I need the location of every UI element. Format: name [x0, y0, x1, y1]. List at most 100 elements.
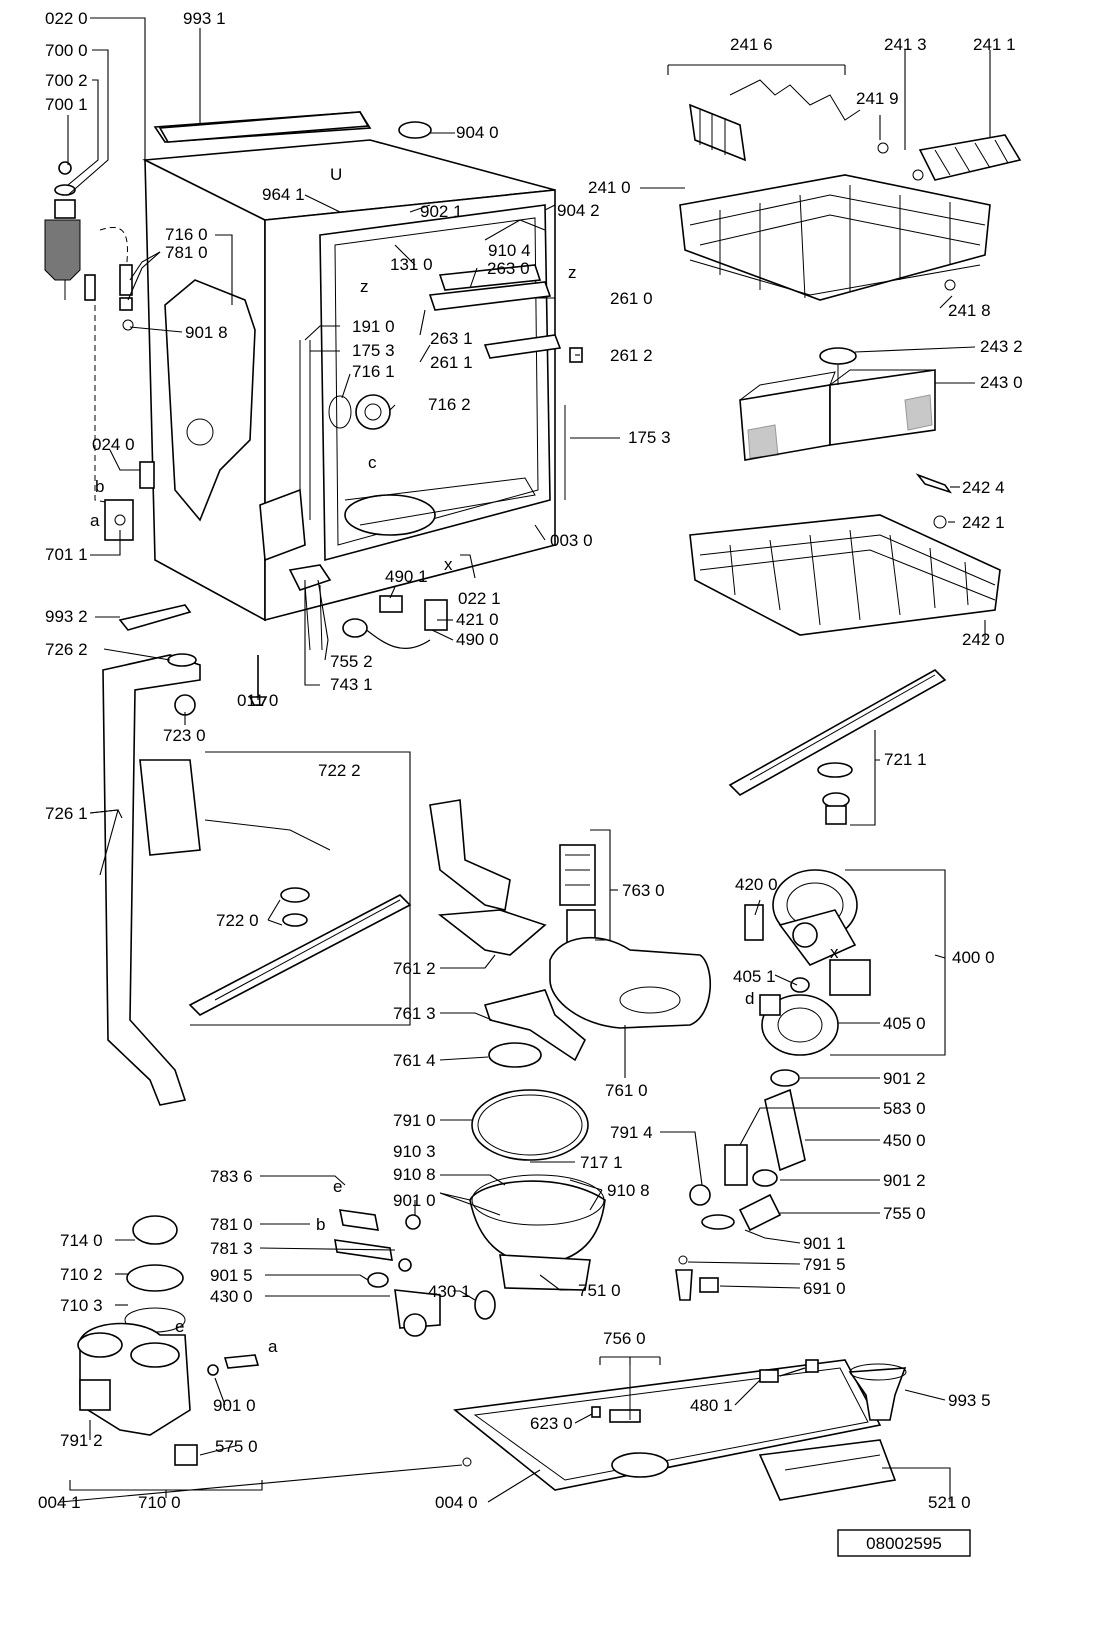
- callout-labels: 022 0 993 1 700 0 700 2 700 1 904 0 964 …: [38, 9, 1023, 1512]
- label-781-3: 781 3: [210, 1239, 253, 1258]
- label-521-0: 521 0: [928, 1493, 971, 1512]
- label-430-1: 430 1: [428, 1282, 471, 1301]
- label-901-2-a: 901 2: [883, 1069, 926, 1088]
- label-761-3: 761 3: [393, 1004, 436, 1023]
- marker-z-2: z: [568, 263, 577, 282]
- label-910-4: 910 4: [488, 241, 531, 260]
- label-400-0: 400 0: [952, 948, 995, 967]
- label-405-0: 405 0: [883, 1014, 926, 1033]
- label-263-0: 263 0: [487, 259, 530, 278]
- label-717-1: 717 1: [580, 1153, 623, 1172]
- marker-a-2: a: [268, 1337, 278, 1356]
- label-743-1: 743 1: [330, 675, 373, 694]
- label-761-0: 761 0: [605, 1081, 648, 1100]
- label-241-8: 241 8: [948, 301, 991, 320]
- motor-and-pump: [675, 869, 871, 1301]
- label-910-8-a: 910 8: [393, 1165, 436, 1184]
- label-902-1: 902 1: [420, 202, 463, 221]
- label-993-2: 993 2: [45, 607, 88, 626]
- label-755-0: 755 0: [883, 1204, 926, 1223]
- label-901-8: 901 8: [185, 323, 228, 342]
- label-241-9: 241 9: [856, 89, 899, 108]
- label-575-0: 575 0: [215, 1437, 258, 1456]
- label-263-1: 263 1: [430, 329, 473, 348]
- marker-x-2: x: [830, 943, 839, 962]
- filter-and-sump: [429, 799, 711, 1320]
- label-722-2: 722 2: [318, 761, 361, 780]
- label-726-1: 726 1: [45, 804, 88, 823]
- inlet-hose-parts: [44, 161, 134, 541]
- label-901-5: 901 5: [210, 1266, 253, 1285]
- label-490-0: 490 0: [456, 630, 499, 649]
- marker-d-1: d: [745, 989, 754, 1008]
- label-910-3: 910 3: [393, 1142, 436, 1161]
- letter-markers: b a c x z z U x d e e b a: [90, 165, 839, 1356]
- label-004-1: 004 1: [38, 1493, 81, 1512]
- label-261-1: 261 1: [430, 353, 473, 372]
- label-420-0: 420 0: [735, 875, 778, 894]
- label-710-0: 710 0: [138, 1493, 181, 1512]
- label-450-0: 450 0: [883, 1131, 926, 1150]
- label-175-3-a: 175 3: [352, 341, 395, 360]
- label-783-6: 783 6: [210, 1167, 253, 1186]
- label-490-1: 490 1: [385, 567, 428, 586]
- label-022-1: 022 1: [458, 589, 501, 608]
- label-583-0: 583 0: [883, 1099, 926, 1118]
- label-241-6: 241 6: [730, 35, 773, 54]
- label-691-0: 691 0: [803, 1279, 846, 1298]
- label-910-8-b: 910 8: [607, 1181, 650, 1200]
- upper-basket: [679, 79, 1022, 301]
- label-241-3: 241 3: [884, 35, 927, 54]
- label-191-0: 191 0: [352, 317, 395, 336]
- label-024-0: 024 0: [92, 435, 135, 454]
- label-131-0: 131 0: [390, 255, 433, 274]
- label-700-0: 700 0: [45, 41, 88, 60]
- marker-c-1: c: [368, 453, 377, 472]
- marker-a-1: a: [90, 511, 100, 530]
- label-242-1: 242 1: [962, 513, 1005, 532]
- reference-code-box: 08002595: [837, 1529, 971, 1557]
- label-993-5: 993 5: [948, 1391, 991, 1410]
- label-003-0: 003 0: [550, 531, 593, 550]
- label-480-1: 480 1: [690, 1396, 733, 1415]
- label-993-1: 993 1: [183, 9, 226, 28]
- label-700-1: 700 1: [45, 95, 88, 114]
- upper-spray-arm: [728, 669, 947, 825]
- label-710-3: 710 3: [60, 1296, 103, 1315]
- label-722-0: 722 0: [216, 911, 259, 930]
- label-011-0: 011 0: [237, 691, 278, 710]
- label-901-0-a: 901 0: [393, 1191, 436, 1210]
- marker-b-2: b: [316, 1215, 325, 1234]
- dishwasher-cabinet: [118, 111, 583, 706]
- label-421-0: 421 0: [456, 610, 499, 629]
- label-716-0: 716 0: [165, 225, 208, 244]
- label-242-4: 242 4: [962, 478, 1005, 497]
- label-716-1: 716 1: [352, 362, 395, 381]
- base-plate: [453, 1359, 907, 1501]
- label-755-2: 755 2: [330, 652, 373, 671]
- water-softener-and-drain: [77, 1209, 441, 1466]
- label-904-2: 904 2: [557, 201, 600, 220]
- label-710-2: 710 2: [60, 1265, 103, 1284]
- label-405-1: 405 1: [733, 967, 776, 986]
- cutlery-basket: [739, 347, 936, 461]
- label-756-0: 756 0: [603, 1329, 646, 1348]
- label-721-1: 721 1: [884, 750, 927, 769]
- label-623-0: 623 0: [530, 1414, 573, 1433]
- label-761-4: 761 4: [393, 1051, 436, 1070]
- lower-basket: [689, 473, 1001, 636]
- label-723-0: 723 0: [163, 726, 206, 745]
- label-763-0: 763 0: [622, 881, 665, 900]
- marker-e-2: e: [175, 1317, 184, 1336]
- label-700-2: 700 2: [45, 71, 88, 90]
- label-726-2: 726 2: [45, 640, 88, 659]
- spray-arms-and-tube: [102, 653, 412, 1106]
- label-791-0: 791 0: [393, 1111, 436, 1130]
- marker-b-1: b: [95, 477, 104, 496]
- marker-z-1: z: [360, 277, 369, 296]
- label-242-0: 242 0: [962, 630, 1005, 649]
- label-781-0-b: 781 0: [210, 1215, 253, 1234]
- label-791-5: 791 5: [803, 1255, 846, 1274]
- marker-u-1: U: [330, 165, 342, 184]
